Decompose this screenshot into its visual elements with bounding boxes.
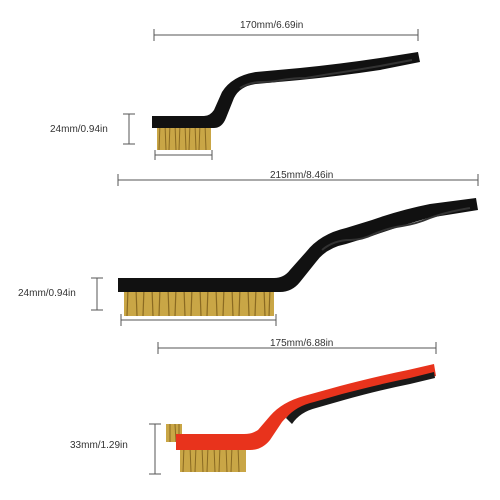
dimension-label-brush1-width: 24mm/0.94in: [50, 124, 108, 135]
bristles-large: [124, 287, 274, 317]
brush-red: [166, 364, 436, 473]
brush-large-black: [118, 198, 478, 317]
handle-grip-small: [239, 59, 413, 89]
brush-small-black: [152, 52, 420, 151]
dimension-label-brush2-length: 215mm/8.46in: [270, 170, 334, 181]
dimension-label-brush3-width: 33mm/1.29in: [70, 440, 128, 451]
handle-large: [118, 198, 478, 292]
handle-red-grip: [286, 372, 435, 424]
bristles-small: [157, 123, 211, 151]
dimension-label-brush3-length: 175mm/6.88in: [270, 338, 334, 349]
handle-grip-large: [321, 207, 471, 251]
handle-small: [152, 52, 420, 128]
dimension-label-brush1-length: 170mm/6.69in: [240, 20, 304, 31]
dimension-label-brush2-width: 24mm/0.94in: [18, 288, 76, 299]
dimension-lines: [91, 29, 479, 475]
bristles-red: [166, 423, 246, 473]
